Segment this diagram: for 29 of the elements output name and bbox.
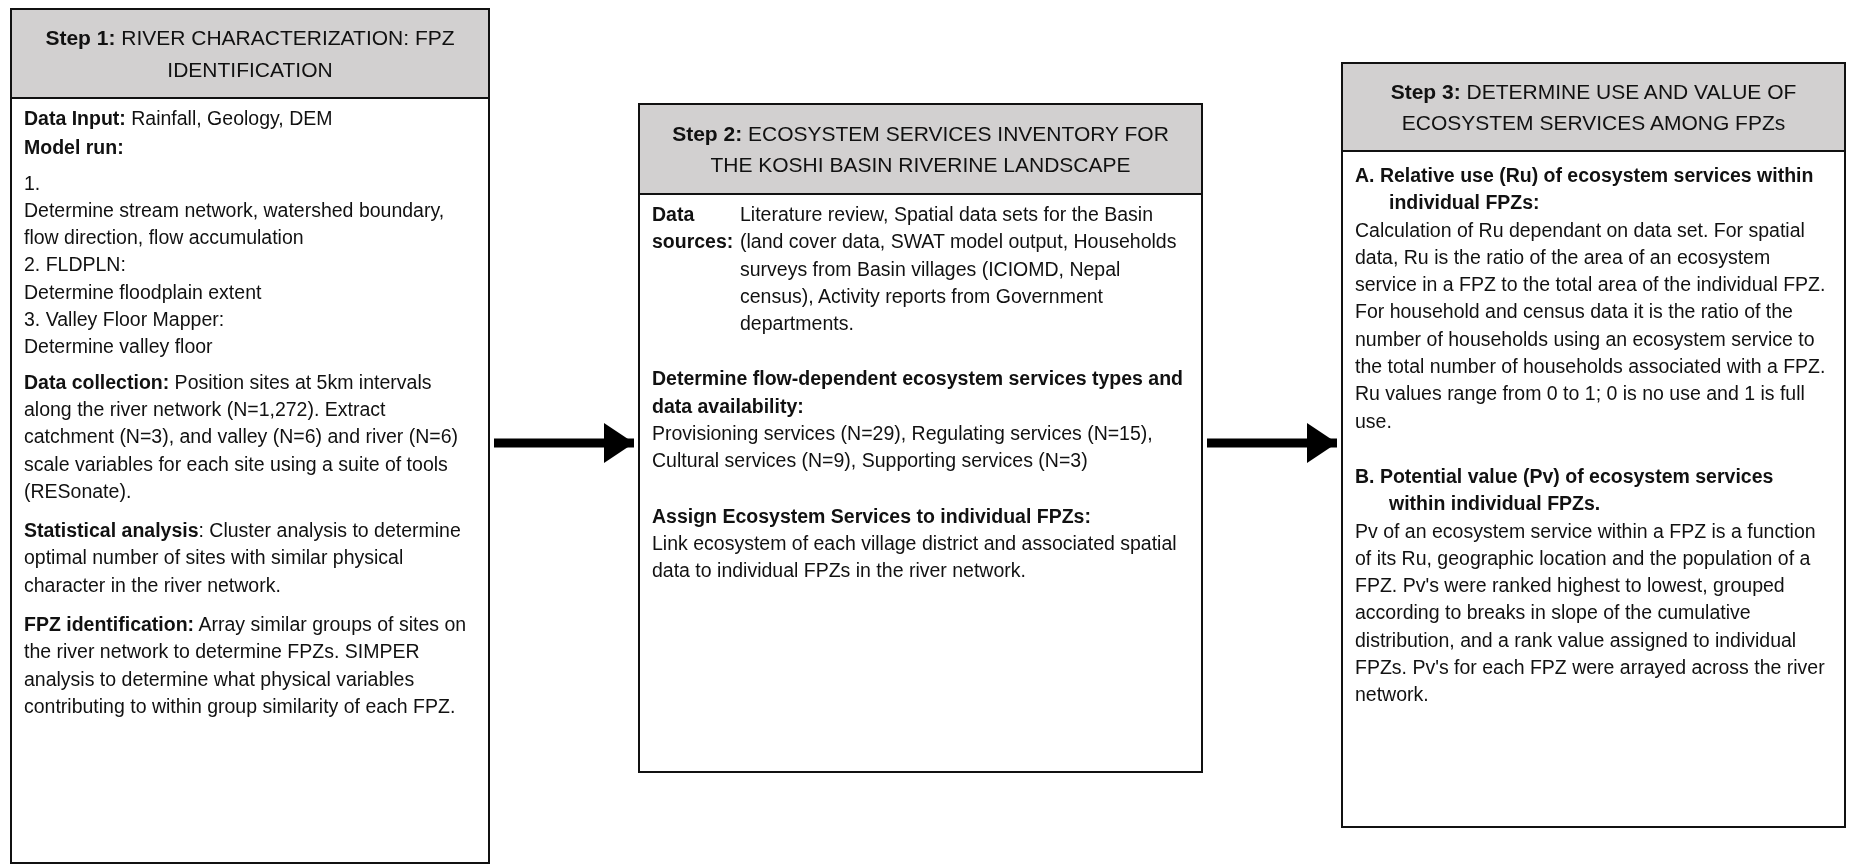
- step-text: Pv of an ecosystem service within a FPZ is a function of its Ru, geographic location and the population of a FPZ. Pv's were ranked highest to lowest, grouped according to breaks in slope of the cumulative distribution, and a rank value assigned to individual FPZs. Pv's for each FPZ were arrayed across the river network.: [1355, 518, 1826, 708]
- process-box: [1341, 62, 1846, 828]
- section-heading: Model run:: [24, 135, 125, 161]
- step-heading: Step 1: RIVER CHARACTERIZATION: FPZ IDENTIFICATION: [12, 10, 488, 99]
- step-text: Statistical analysis: Cluster analysis to determine optimal number of sites with similar physical character in the river network.: [24, 518, 462, 598]
- section-heading: A. Relative use (Ru) of ecosystem services within individual FPZs:: [1355, 163, 1815, 216]
- arrow: [494, 423, 634, 463]
- process-box: [638, 103, 1203, 773]
- step-text: 2. FLDPLN:: [24, 252, 127, 278]
- step-text: Determine floodplain extent: [24, 279, 263, 305]
- step-text: Literature review, Spatial data sets for the Basin (land cover data, SWAT model output, Households surveys from Basin villages (ICIOMD, Nepal census), Activity reports from Government departments.: [740, 202, 1178, 337]
- process-box: [10, 8, 490, 864]
- step-text: Provisioning services (N=29), Regulating services (N=15), Cultural services (N=9), Supporting services (N=3): [652, 421, 1154, 474]
- step-text: Determine stream network, watershed boundary, flow direction, flow accumulation: [24, 197, 446, 251]
- section-heading: Assign Ecosystem Services to individual FPZs:: [652, 503, 1092, 529]
- step-heading: Step 2: ECOSYSTEM SERVICES INVENTORY FOR THE KOSHI BASIN RIVERINE LANDSCAPE: [640, 105, 1201, 195]
- section-heading: Data sources:: [652, 202, 735, 255]
- step-text: Data Input: Rainfall, Geology, DEM: [24, 106, 334, 131]
- step-text: Data collection: Position sites at 5km intervals along the river network (N=1,272). Extract catchment (N=3), and valley (N=6) and river (N=6) scale variables for each site using a suite of tools (RESonate).: [24, 369, 460, 504]
- section-heading: B. Potential value (Pv) of ecosystem services within individual FPZs.: [1355, 463, 1775, 517]
- arrow: [1207, 423, 1337, 463]
- step-text: FPZ identification: Array similar groups of sites on the river network to determine FPZs. SIMPER analysis to determine what physical variables contributing to within group similarity of each FPZ.: [24, 612, 468, 719]
- step-text: Calculation of Ru dependant on data set. For spatial data, Ru is the ratio of the area of an ecosystem service in a FPZ to the total area of the individual FPZ. For household and census data it is the ratio of the number of households using an ecosystem service to the total number of households associated with a FPZ. Ru values range from 0 to 1; 0 is no use and 1 is full use.: [1355, 217, 1827, 434]
- step-text: 3. Valley Floor Mapper:: [24, 307, 226, 333]
- step-text: 1.: [24, 170, 42, 196]
- step-heading: Step 3: DETERMINE USE AND VALUE OF ECOSYSTEM SERVICES AMONG FPZs: [1343, 64, 1844, 152]
- step-text: Determine valley floor: [24, 334, 214, 360]
- step-text: Link ecosystem of each village district and associated spatial data to individual FPZs in the river network.: [652, 530, 1178, 584]
- section-heading: Determine flow-dependent ecosystem services types and data availability:: [652, 366, 1185, 419]
